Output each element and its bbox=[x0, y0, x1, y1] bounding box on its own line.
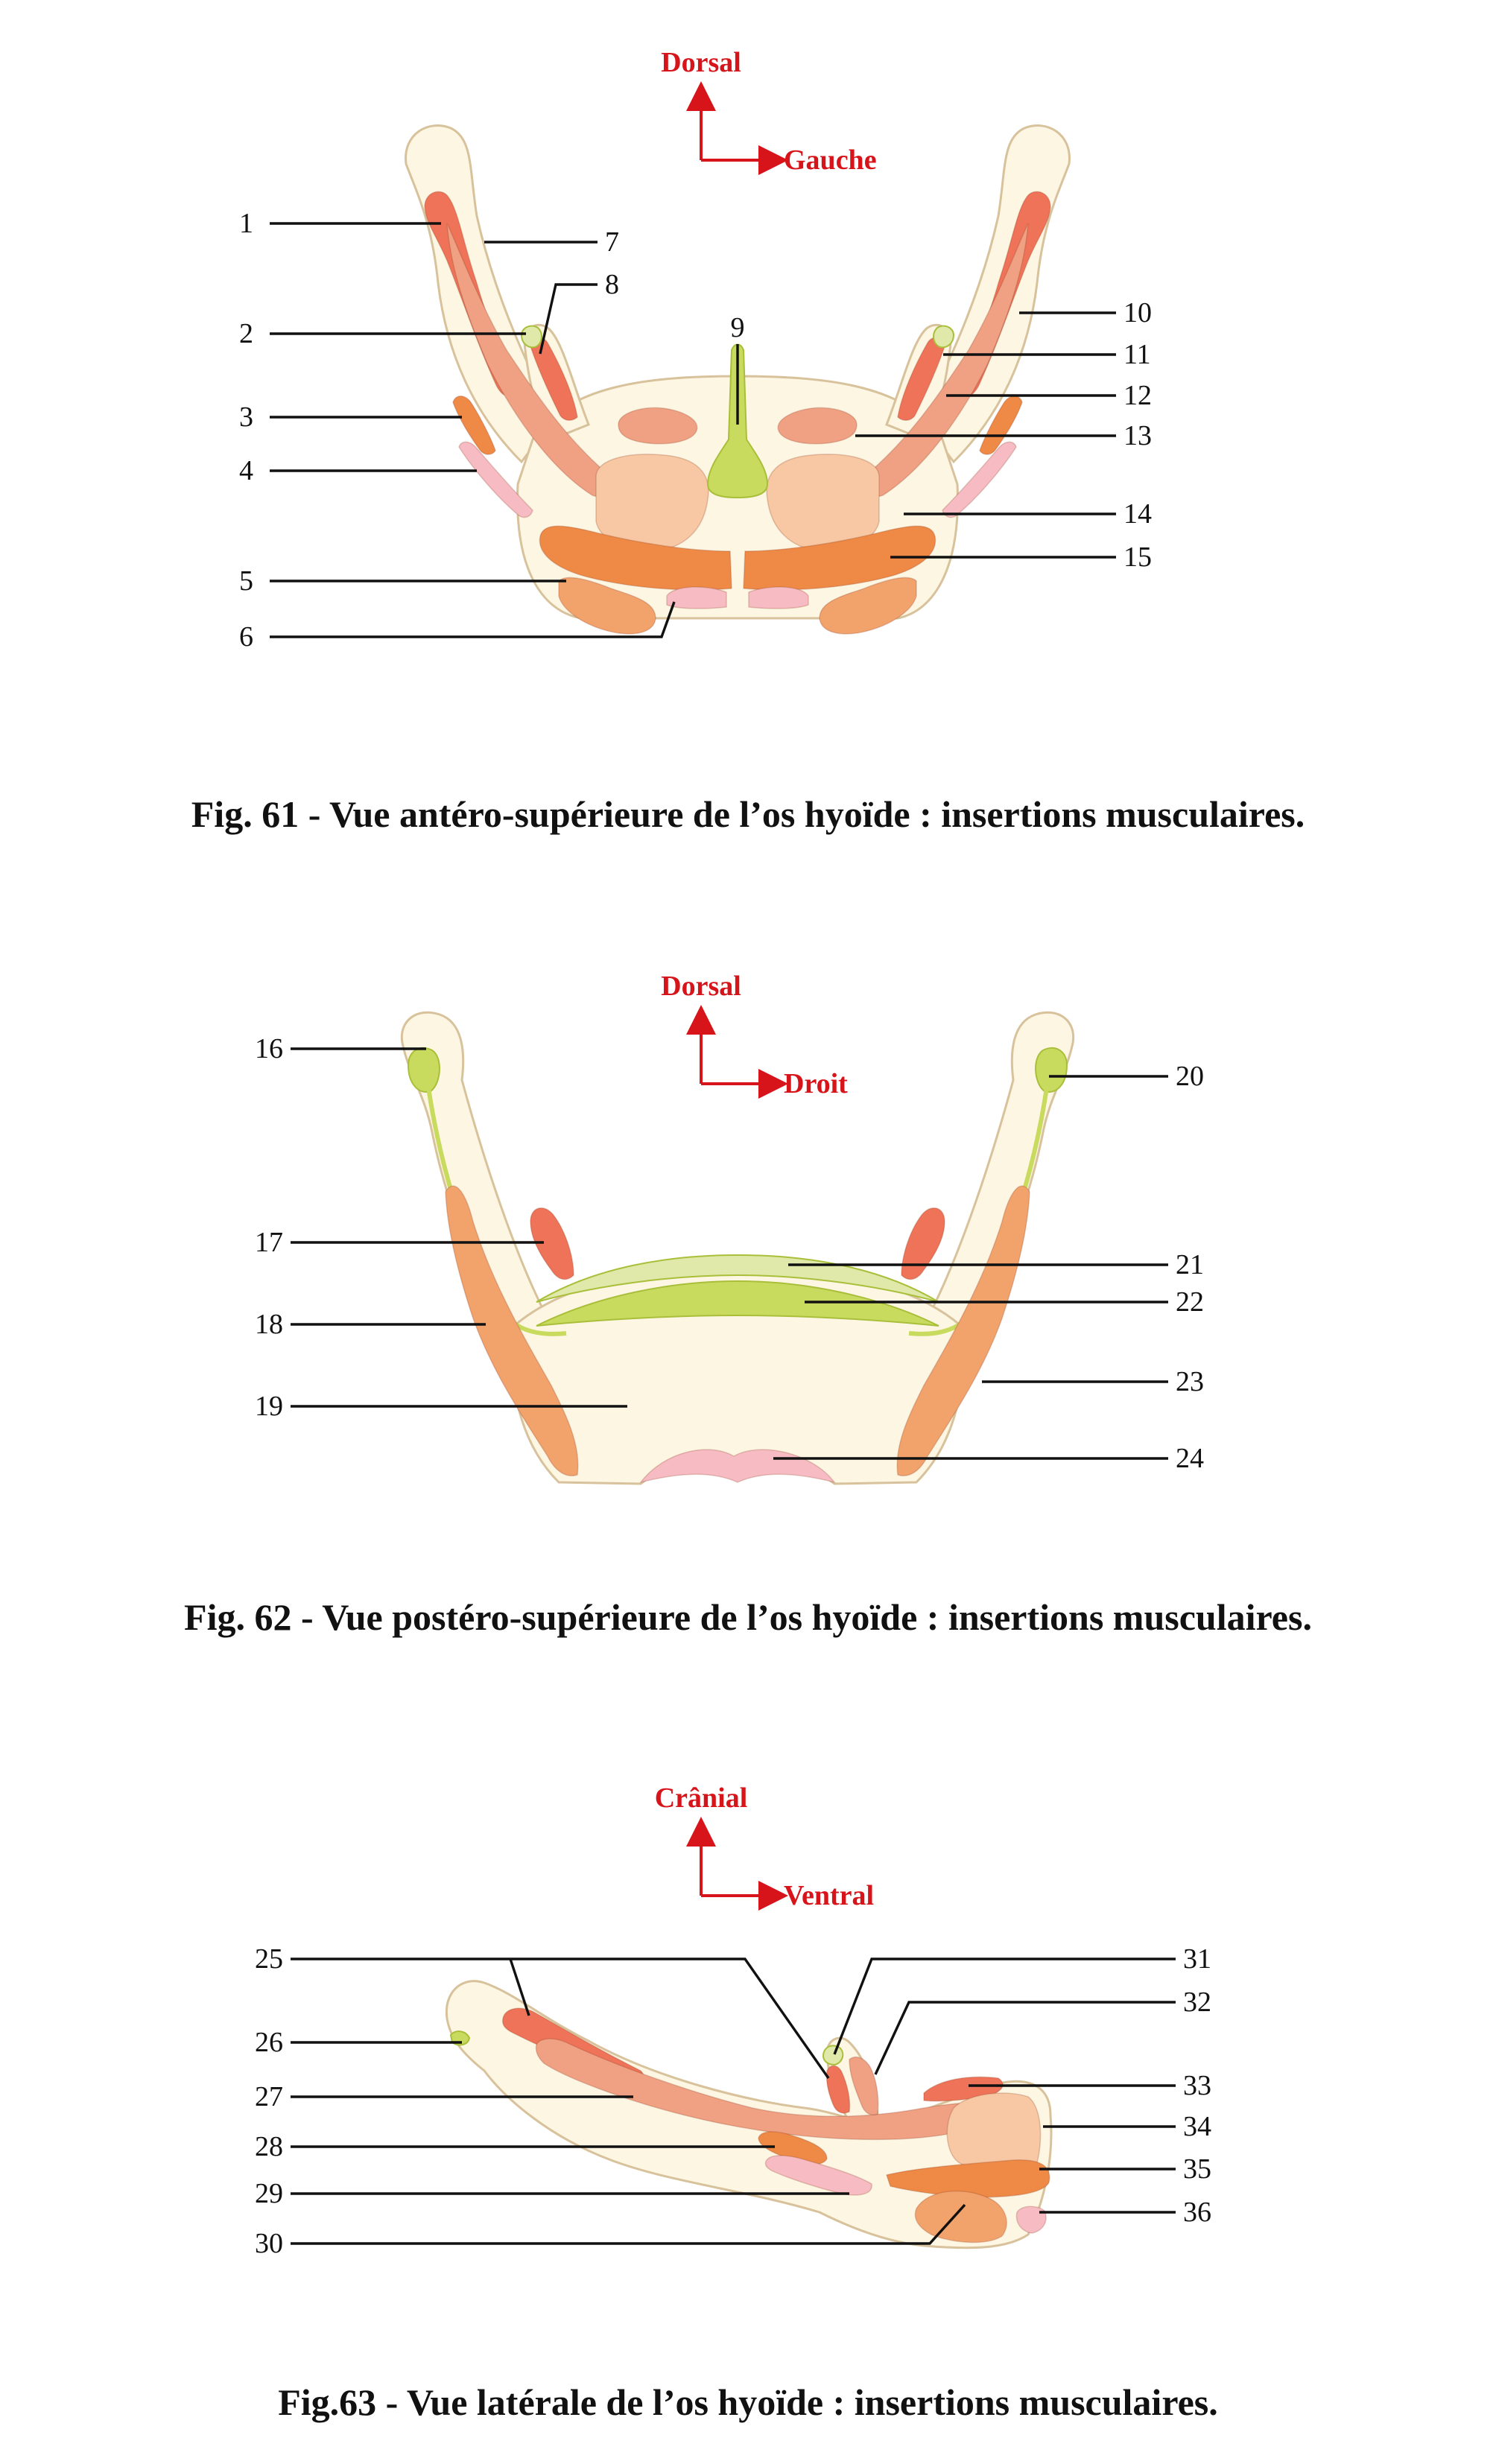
insertion-17-left bbox=[530, 1207, 574, 1280]
insertion-15-left bbox=[539, 525, 732, 591]
label-5: 5 bbox=[239, 565, 253, 597]
label-26: 26 bbox=[255, 2027, 283, 2058]
leader-lines-fig63 bbox=[291, 1957, 1176, 2245]
label-7: 7 bbox=[605, 226, 619, 258]
label-17: 17 bbox=[255, 1227, 283, 1258]
caption-fig61: Fig. 61 - Vue antéro-supérieure de l’os … bbox=[191, 793, 1305, 835]
label-29: 29 bbox=[255, 2178, 283, 2209]
axis-label-up: Crânial bbox=[655, 1782, 748, 1814]
caption-fig62: Fig. 62 - Vue postéro-supérieure de l’os… bbox=[184, 1596, 1312, 1638]
label-6: 6 bbox=[239, 621, 253, 652]
label-19: 19 bbox=[255, 1391, 283, 1422]
label-25: 25 bbox=[255, 1943, 283, 1975]
figure-63: Crânial Ventral bbox=[255, 1782, 1218, 2423]
insertion-32 bbox=[849, 2056, 879, 2115]
insertion-30 bbox=[914, 2190, 1007, 2244]
insertion-22-band bbox=[536, 1280, 939, 1327]
label-21: 21 bbox=[1176, 1249, 1204, 1280]
numbers-fig62: 16 17 18 19 20 21 22 23 24 bbox=[255, 1033, 1204, 1474]
label-20: 20 bbox=[1176, 1061, 1204, 1092]
label-34: 34 bbox=[1183, 2111, 1211, 2142]
leader-lines-fig62 bbox=[291, 1047, 1168, 1460]
label-18: 18 bbox=[255, 1309, 283, 1340]
insertion-5-left bbox=[558, 577, 656, 635]
right-side-insertions-fig61 bbox=[743, 191, 1051, 635]
axis-label-right: Ventral bbox=[784, 1880, 874, 1911]
insertion-6-pink-right bbox=[748, 586, 809, 609]
label-13: 13 bbox=[1123, 420, 1152, 451]
insertion-29 bbox=[764, 2155, 872, 2196]
numbers-fig61: 1 2 3 4 5 6 7 8 9 10 11 12 13 14 15 bbox=[239, 208, 1152, 652]
figure-62: Dorsal Droit bbox=[184, 971, 1312, 1638]
axis-label-up: Dorsal bbox=[661, 971, 741, 1002]
label-10: 10 bbox=[1123, 297, 1152, 328]
axis-label-right: Gauche bbox=[784, 145, 877, 176]
label-32: 32 bbox=[1183, 1987, 1211, 2018]
insertion-3-left bbox=[452, 396, 496, 455]
insertion-4-left bbox=[458, 441, 533, 518]
axis-label-up: Dorsal bbox=[661, 47, 741, 78]
label-27: 27 bbox=[255, 2081, 283, 2112]
label-28: 28 bbox=[255, 2131, 283, 2162]
label-23: 23 bbox=[1176, 1366, 1204, 1397]
right-side-insertions-fig62 bbox=[896, 1047, 1068, 1476]
label-11: 11 bbox=[1123, 339, 1151, 370]
label-1: 1 bbox=[239, 208, 253, 239]
label-3: 3 bbox=[239, 401, 253, 433]
orientation-arrows-fig61: Dorsal Gauche bbox=[661, 47, 876, 176]
orientation-arrows-fig62: Dorsal Droit bbox=[661, 971, 848, 1099]
insertion-16-left bbox=[407, 1047, 440, 1093]
insertion-25-lesser bbox=[825, 2065, 851, 2114]
insertion-6-pink bbox=[666, 586, 727, 609]
label-9: 9 bbox=[731, 312, 745, 343]
insertion-13-left bbox=[618, 407, 698, 445]
label-24: 24 bbox=[1176, 1443, 1204, 1474]
orientation-arrows-fig63: Crânial Ventral bbox=[655, 1782, 874, 1911]
leader-lines-fig61 bbox=[270, 222, 1116, 638]
label-2: 2 bbox=[239, 318, 253, 349]
insertion-8-left bbox=[530, 337, 578, 421]
axis-label-right: Droit bbox=[784, 1068, 848, 1099]
caption-fig63: Fig.63 - Vue latérale de l’os hyoïde : i… bbox=[278, 2381, 1218, 2423]
insertion-18-left bbox=[445, 1185, 579, 1476]
label-31: 31 bbox=[1183, 1943, 1211, 1975]
label-30: 30 bbox=[255, 2228, 283, 2259]
label-15: 15 bbox=[1123, 542, 1152, 573]
label-22: 22 bbox=[1176, 1286, 1204, 1318]
label-4: 4 bbox=[239, 455, 253, 486]
insertion-31-cartilage bbox=[822, 2045, 844, 2066]
insertion-2-left bbox=[520, 325, 542, 349]
left-greater-horn bbox=[400, 1011, 545, 1343]
figure-61: Dorsal Gauche bbox=[191, 47, 1305, 835]
insertion-28 bbox=[758, 2131, 828, 2165]
numbers-fig63: 25 26 27 28 29 30 31 32 33 34 35 36 bbox=[255, 1943, 1211, 2259]
insertion-36 bbox=[1015, 2206, 1047, 2234]
label-14: 14 bbox=[1123, 498, 1152, 530]
label-12: 12 bbox=[1123, 380, 1152, 411]
label-33: 33 bbox=[1183, 2070, 1211, 2101]
label-16: 16 bbox=[255, 1033, 283, 1064]
label-36: 36 bbox=[1183, 2197, 1211, 2228]
label-35: 35 bbox=[1183, 2153, 1211, 2185]
label-8: 8 bbox=[605, 269, 619, 300]
